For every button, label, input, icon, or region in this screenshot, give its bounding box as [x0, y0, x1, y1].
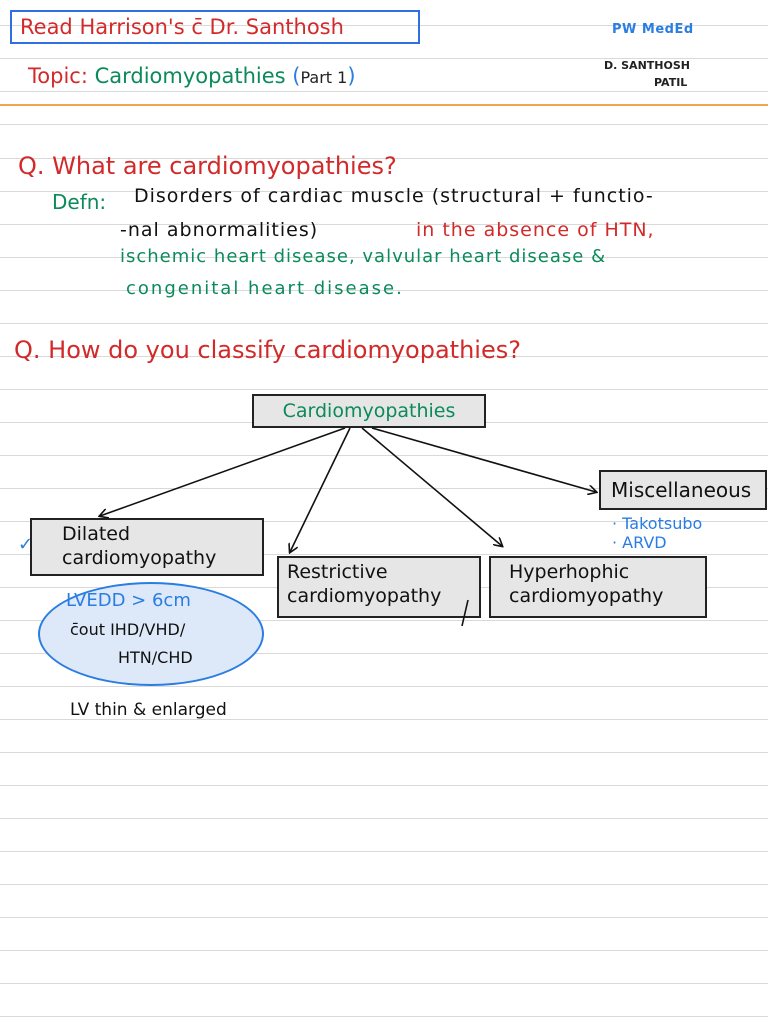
part-label: Part 1 [300, 68, 348, 87]
node-hypertrophic-line-2: cardiomyopathy [509, 585, 664, 607]
brand-label: PW MedEd [612, 22, 694, 37]
author-name: D. SANTHOSH PATIL [604, 57, 690, 91]
node-dilated: Dilated cardiomyopathy [30, 518, 264, 576]
definition-line-4: congenital heart disease. [126, 278, 404, 299]
definition-line-2-highlight: in the absence of HTN, [416, 219, 655, 241]
node-restrictive-line-2: cardiomyopathy [287, 585, 442, 607]
part-close-paren: ) [347, 64, 356, 88]
misc-list: · Takotsubo · ARVD [612, 514, 702, 552]
arrow-to-hypertrophic [361, 427, 502, 546]
without-note: c̄out IHD/VHD/ [70, 620, 186, 639]
misc-item-takotsubo: · Takotsubo [612, 514, 703, 533]
node-restrictive-line-1: Restrictive [287, 561, 388, 583]
definition-line-3: ischemic heart disease, valvular heart d… [120, 246, 607, 267]
node-miscellaneous: Miscellaneous [599, 470, 767, 510]
node-restrictive: Restrictive cardiomyopathy [277, 556, 481, 618]
lvedd-note: LVEDD > 6cm [66, 590, 191, 611]
dilated-note-bubble [38, 582, 264, 686]
node-hypertrophic: Hyperhophic cardiomyopathy [489, 556, 707, 618]
topic-value: Cardiomyopathies [94, 64, 286, 88]
author-line-2: PATIL [654, 76, 688, 89]
node-dilated-line-2: cardiomyopathy [62, 547, 217, 569]
arrow-to-restrictive [290, 427, 351, 552]
node-hypertrophic-line-1: Hyperhophic [509, 561, 630, 583]
definition-line-2: -nal abnormalities) [120, 219, 319, 241]
topic-label: Topic: [28, 64, 88, 88]
node-cardiomyopathies: Cardiomyopathies [252, 394, 486, 428]
node-dilated-line-1: Dilated [62, 523, 131, 545]
question-1: Q. What are cardiomyopathies? [18, 152, 397, 180]
definition-line-1: Disorders of cardiac muscle (structural … [134, 185, 654, 207]
check-mark-icon: ✓ [18, 534, 34, 555]
arrow-to-dilated [100, 427, 346, 516]
topic-heading: Topic: Cardiomyopathies (Part 1) [28, 64, 356, 88]
arrow-to-miscellaneous [371, 427, 596, 492]
pen-stroke [461, 599, 469, 627]
lv-note: LV thin & enlarged [70, 700, 227, 720]
definition-label: Defn: [52, 190, 107, 214]
author-line-1: D. SANTHOSH [604, 59, 690, 72]
htn-chd-note: HTN/CHD [118, 648, 193, 667]
part-open-paren: ( [292, 64, 301, 88]
header-divider [0, 104, 768, 106]
question-2: Q. How do you classify cardiomyopathies? [14, 336, 521, 364]
read-note: Read Harrison's c̄ Dr. Santhosh [10, 10, 420, 44]
misc-item-arvd: · ARVD [612, 533, 667, 552]
